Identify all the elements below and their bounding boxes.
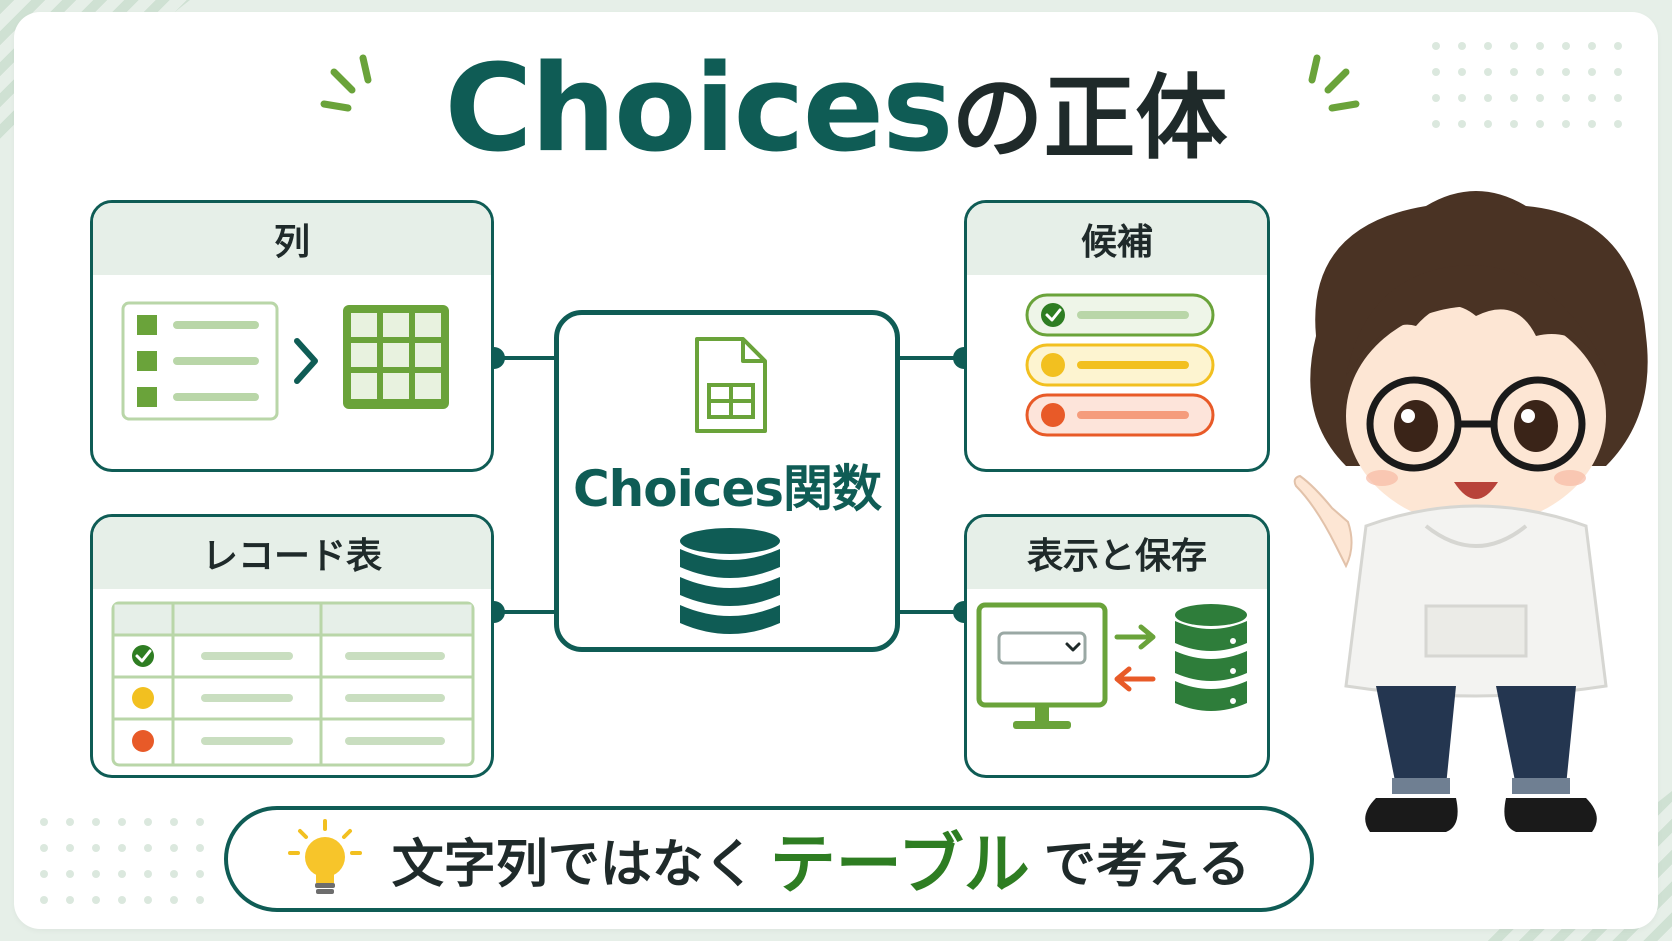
page-title: Choicesの正体 xyxy=(0,40,1672,179)
title-main: Choices xyxy=(444,40,953,179)
spreadsheet-file-icon xyxy=(695,337,767,433)
panel-candidates: 候補 xyxy=(964,200,1270,472)
column-to-grid-icon xyxy=(121,301,449,421)
center-function-box: Choices関数 xyxy=(554,310,900,652)
display-and-save-icon xyxy=(976,602,1247,729)
database-icon xyxy=(680,528,780,634)
message-text-before: 文字列ではなく xyxy=(391,834,756,895)
bottom-message-pill: 文字列ではなく テーブル で考える xyxy=(224,806,1314,912)
message-text-after: で考える xyxy=(1043,834,1251,895)
panel-display-save: 表示と保存 xyxy=(964,514,1270,778)
character-illustration xyxy=(1293,191,1648,832)
panel-column-title: 列 xyxy=(93,203,491,275)
center-function-label: Choices関数 xyxy=(572,460,882,518)
panel-column: 列 xyxy=(90,200,494,472)
panel-record-table-title: レコード表 xyxy=(93,517,491,589)
sparkle-right-icon xyxy=(1308,54,1360,112)
title-sub: の正体 xyxy=(951,65,1228,172)
message-text-highlight: テーブル xyxy=(769,826,1030,903)
dot-pattern-bottom-left xyxy=(40,818,204,904)
lightbulb-icon xyxy=(287,819,362,894)
sparkle-left-icon xyxy=(320,54,372,112)
panel-candidates-title: 候補 xyxy=(967,203,1267,275)
panel-display-save-title: 表示と保存 xyxy=(967,517,1267,589)
panel-record-table: レコード表 xyxy=(90,514,494,778)
candidate-options-icon xyxy=(1025,293,1215,437)
record-table-icon xyxy=(111,601,475,767)
dot-pattern-top-right xyxy=(1432,42,1622,128)
